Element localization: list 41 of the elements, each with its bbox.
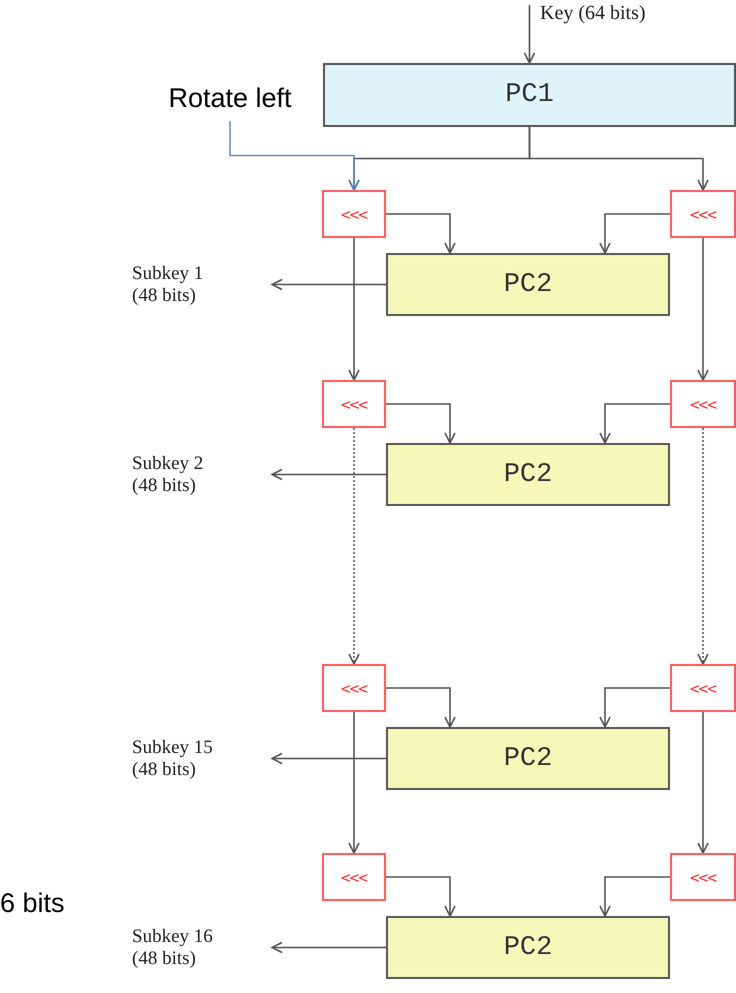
rotate-box: <<< <box>670 190 736 238</box>
arrow <box>524 5 536 64</box>
rotate-box: <<< <box>322 853 386 901</box>
arrow <box>697 428 709 665</box>
arrow <box>599 687 670 728</box>
label-text: Key (64 bits) <box>540 2 646 25</box>
process-box: PC2 <box>386 443 670 506</box>
arrow <box>271 468 386 480</box>
output-text: Subkey 16 (48 bits) <box>132 926 214 970</box>
arrow <box>348 712 360 854</box>
arrow <box>697 712 709 854</box>
arrow <box>271 278 386 290</box>
arrow <box>528 127 709 191</box>
rotate-box: <<< <box>670 664 736 712</box>
output-text: Subkey 15 (48 bits) <box>132 737 214 781</box>
annotation-text: Rotate left <box>168 82 292 114</box>
arrow <box>386 403 456 444</box>
arrow <box>599 876 670 917</box>
arrow <box>386 213 456 254</box>
rotate-box: <<< <box>322 664 386 712</box>
label-text: 6 bits <box>0 888 65 919</box>
rotate-box: <<< <box>322 380 386 428</box>
process-box: PC1 <box>323 63 736 127</box>
arrow <box>348 238 360 381</box>
arrow <box>271 942 386 954</box>
process-box: PC2 <box>386 253 670 316</box>
arrow <box>386 687 456 728</box>
arrow <box>599 403 670 444</box>
rotate-box: <<< <box>670 380 736 428</box>
output-text: Subkey 2 (48 bits) <box>132 453 204 497</box>
process-box: PC2 <box>386 916 670 979</box>
arrow <box>697 238 709 381</box>
arrow <box>348 428 360 665</box>
arrow <box>271 752 386 764</box>
process-box: PC2 <box>386 727 670 790</box>
rotate-box: <<< <box>322 190 386 238</box>
leader-arrow <box>229 121 360 191</box>
rotate-box: <<< <box>670 853 736 901</box>
arrow <box>386 876 456 917</box>
output-text: Subkey 1 (48 bits) <box>132 263 204 307</box>
arrow <box>599 213 670 254</box>
